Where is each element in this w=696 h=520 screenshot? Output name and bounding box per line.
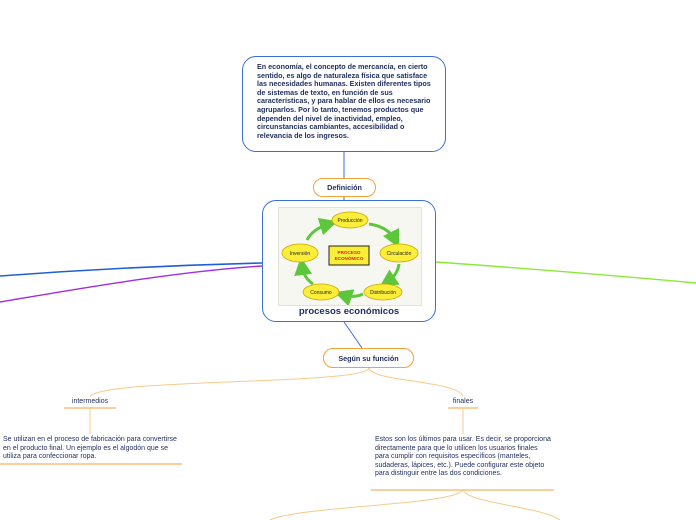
- intermedios-label: intermedios: [71, 398, 109, 405]
- cycle-step-consumo: [302, 283, 340, 301]
- intermedios-node[interactable]: intermedios: [64, 398, 116, 405]
- finales-desc-node[interactable]: Estos son los últimos para usar. Es deci…: [375, 436, 553, 479]
- definition-label-node[interactable]: Definición: [313, 178, 376, 197]
- finales-label: finales: [452, 398, 474, 405]
- cycle-label-inversion: Inversión: [290, 251, 311, 257]
- cycle-arrow-1: [368, 222, 400, 249]
- cycle-label-distribucion: Distribución: [370, 290, 396, 296]
- function-label: Según su función: [338, 353, 399, 363]
- cycle-step-produccion: [331, 211, 369, 229]
- connector-finales-right: [462, 489, 561, 520]
- cycle-arrow-3: [334, 289, 364, 307]
- cycle-arrow-4: [294, 257, 314, 286]
- branch-purple: [0, 265, 263, 303]
- central-title: procesos económicos: [298, 306, 400, 317]
- intermedios-desc-node[interactable]: Se utilizan en el proceso de fabricación…: [3, 436, 181, 462]
- central-node[interactable]: Producción Circulación Distribución Cons…: [262, 200, 436, 322]
- cycle-label-consumo: Consumo: [310, 290, 332, 296]
- function-node[interactable]: Según su función: [323, 348, 414, 368]
- cycle-step-inversion: [281, 243, 319, 263]
- cycle-label-produccion: Producción: [337, 218, 362, 224]
- cycle-step-circulacion: [379, 243, 419, 263]
- connector-function: [343, 321, 363, 349]
- branch-blue: [0, 262, 263, 277]
- branch-green: [435, 261, 696, 284]
- connector-intermedios: [89, 367, 370, 397]
- economic-cycle-image: Producción Circulación Distribución Cons…: [278, 207, 422, 307]
- finales-node[interactable]: finales: [446, 398, 480, 405]
- cycle-arrow-5: [305, 217, 338, 241]
- cycle-center-line-1: PROCESO: [338, 250, 361, 255]
- cycle-center-line-2: ECONÓMICO: [335, 254, 364, 261]
- cycle-step-distribucion: [363, 283, 403, 301]
- cycle-label-circulacion: Circulación: [387, 251, 412, 257]
- cycle-center-box: [328, 245, 370, 266]
- cycle-arrow-2: [379, 263, 401, 287]
- intermedios-desc: Se utilizan en el proceso de fabricación…: [3, 436, 177, 461]
- finales-desc: Estos son los últimos para usar. Es deci…: [375, 436, 551, 478]
- connector-finales: [368, 367, 464, 397]
- definition-text: En economía, el concepto de mercancía, e…: [257, 62, 431, 140]
- definition-node[interactable]: En economía, el concepto de mercancía, e…: [242, 56, 446, 152]
- definition-label: Definición: [327, 183, 362, 192]
- connector-finales-left: [269, 489, 464, 520]
